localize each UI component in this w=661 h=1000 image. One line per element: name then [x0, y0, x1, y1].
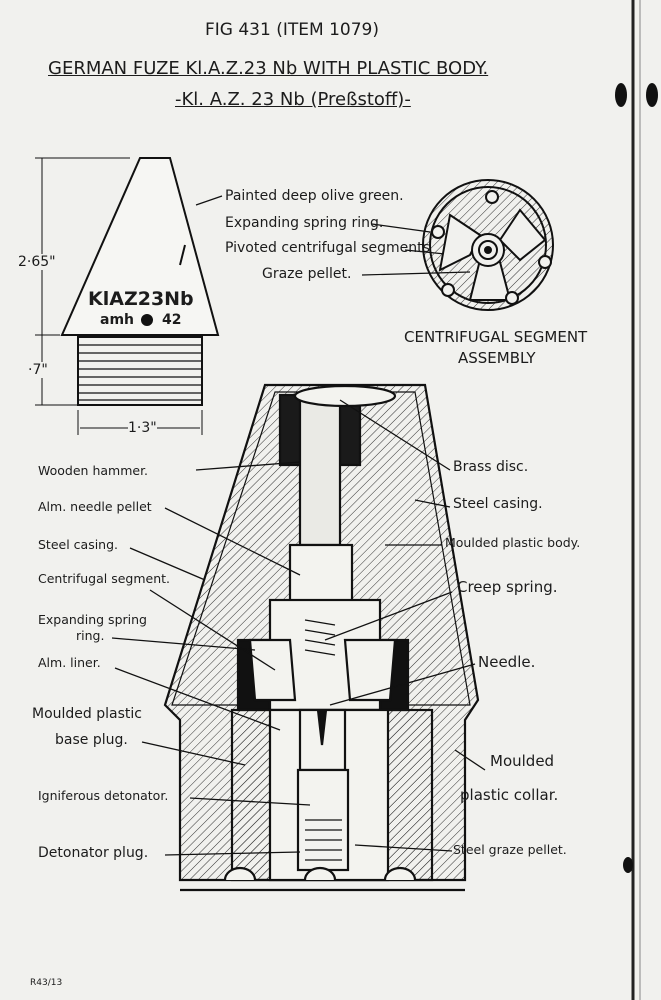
label: Expanding spring ring.	[225, 215, 384, 231]
small-fuze-drawing	[35, 157, 220, 435]
label: Steel casing.	[38, 537, 119, 552]
label: Alm. needle pellet	[38, 499, 152, 514]
label: Needle.	[478, 653, 536, 671]
label: Alm. liner.	[38, 655, 101, 670]
reference-number: R43/13	[30, 978, 63, 988]
label: Steel casing.	[453, 496, 543, 512]
label: Igniferous detonator.	[38, 788, 169, 803]
label: Painted deep olive green.	[225, 188, 404, 204]
label: Detonator plug.	[38, 845, 149, 861]
assembly-caption: ASSEMBLY	[458, 349, 536, 367]
dimension-width: 1·3"	[128, 420, 157, 436]
label: ring.	[76, 628, 105, 643]
label: base plug.	[55, 732, 128, 748]
label: Moulded	[490, 752, 555, 770]
fuze-marking-maker: amh	[100, 312, 135, 328]
page-subtitle: -Kl. A.Z. 23 Nb (Preßstoff)-	[175, 89, 411, 110]
label: Graze pellet.	[262, 266, 352, 282]
dimension-height: 2·65"	[18, 254, 56, 270]
label: Pivoted centrifugal segments	[225, 240, 430, 256]
label: Brass disc.	[453, 459, 529, 475]
label: Centrifugal segment.	[38, 571, 171, 586]
label: Moulded plastic	[32, 706, 142, 722]
label: plastic collar.	[460, 786, 559, 804]
assembly-caption: CENTRIFUGAL SEGMENT	[404, 328, 588, 346]
centrifugal-segment-assembly-drawing	[422, 179, 554, 311]
fuze-marking: KlAZ23Nb	[88, 288, 194, 310]
label: Creep spring.	[457, 578, 558, 596]
label: Wooden hammer.	[38, 463, 149, 478]
fuze-marking-year: 42	[162, 312, 182, 328]
label: Steel graze pellet.	[453, 842, 567, 857]
label: Moulded plastic body.	[445, 535, 581, 550]
figure-number: FIG 431 (ITEM 1079)	[205, 20, 379, 40]
label: Expanding spring	[38, 612, 147, 627]
dimension-thread: ·7"	[28, 362, 48, 378]
fuze-cross-section-drawing	[163, 383, 480, 892]
page-title: GERMAN FUZE Kl.A.Z.23 Nb WITH PLASTIC BO…	[48, 58, 489, 79]
